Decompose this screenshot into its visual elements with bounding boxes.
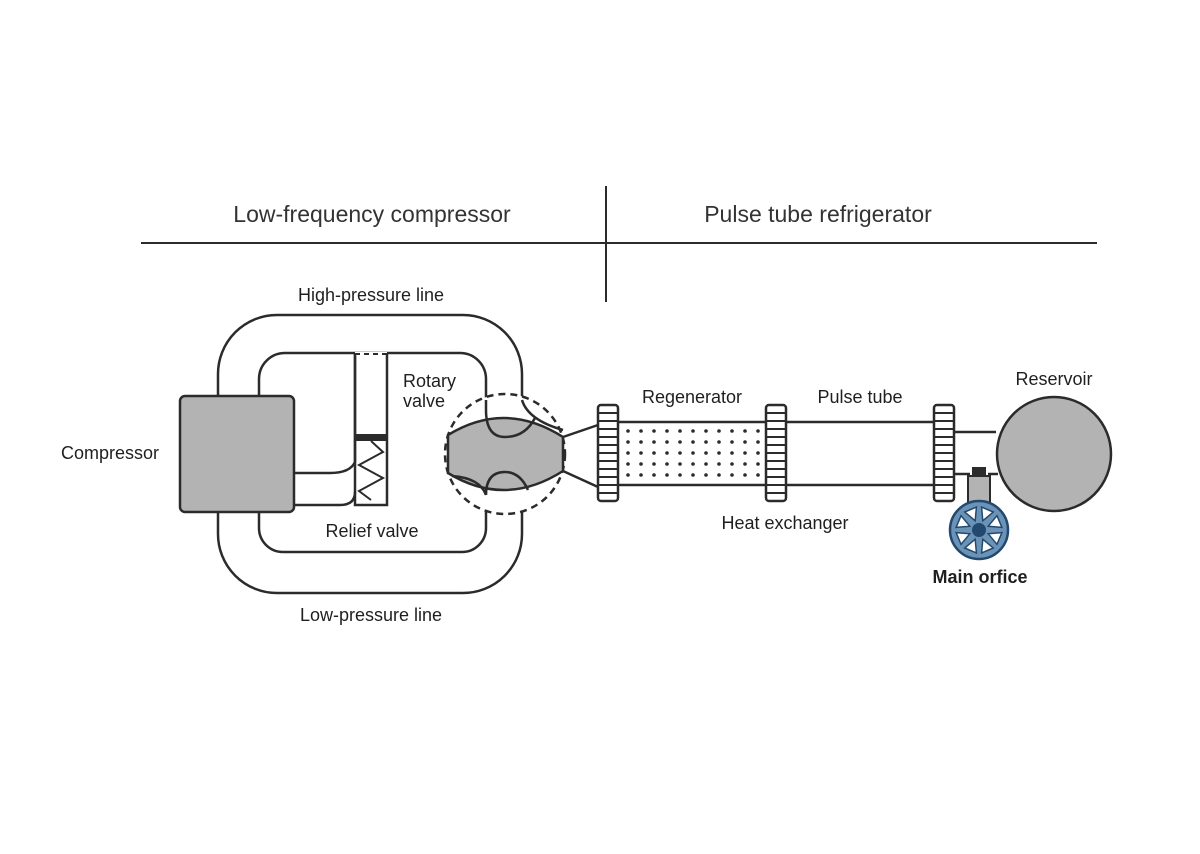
label-rotary-valve-line2: valve (403, 391, 445, 411)
rotary-valve-upper-port (520, 399, 564, 432)
transfer-line-bottom (562, 469, 599, 489)
label-regenerator: Regenerator (642, 387, 742, 407)
relief-valve-pipe-lower (294, 491, 357, 507)
label-relief-valve: Relief valve (325, 521, 418, 541)
label-high-pressure-line: High-pressure line (298, 285, 444, 305)
header-low-frequency-compressor: Low-frequency compressor (233, 201, 511, 227)
rotary-valve-upper-arc (484, 400, 537, 439)
label-main-orifice: Main orfice (932, 567, 1027, 587)
high-pressure-line-outer (216, 313, 524, 400)
flanges (596, 403, 956, 503)
label-heat-exchanger: Heat exchanger (721, 513, 848, 533)
rotary-valve (443, 392, 599, 516)
label-reservoir: Reservoir (1015, 369, 1092, 389)
regenerator-matrix (626, 429, 760, 477)
relief-valve (294, 352, 389, 507)
reservoir-tank (995, 395, 1113, 513)
main-orifice-valve-icon (948, 499, 1010, 561)
relief-valve-pipe-upper (294, 353, 357, 475)
relief-valve-spring (356, 440, 386, 501)
outlet-piping (954, 430, 998, 507)
pressure-lines (216, 313, 524, 595)
regenerator (618, 420, 766, 487)
low-pressure-line-inner (257, 495, 488, 554)
low-pressure-line-outer (216, 495, 524, 595)
flange-regenerator-inlet (596, 403, 620, 503)
orifice-stem-cap (972, 467, 986, 476)
label-low-pressure-line: Low-pressure line (300, 605, 442, 625)
relief-valve-housing (353, 353, 389, 507)
flange-heat-exchanger (764, 403, 788, 503)
label-rotary-valve-line1: Rotary (403, 371, 456, 391)
rotary-valve-lower-port (451, 474, 488, 496)
label-compressor: Compressor (61, 443, 159, 463)
pulse-tube (786, 420, 934, 487)
header-pulse-tube-refrigerator: Pulse tube refrigerator (704, 201, 932, 227)
relief-valve-plate (355, 434, 387, 441)
compressor-block (178, 394, 296, 514)
labels: High-pressure line Low-pressure line Com… (61, 285, 1093, 625)
flange-pulse-tube-outlet (932, 403, 956, 503)
transfer-line-top (562, 423, 599, 439)
label-pulse-tube: Pulse tube (817, 387, 902, 407)
section-headers: Low-frequency compressor Pulse tube refr… (141, 186, 1097, 302)
rotary-valve-lower-arc (484, 470, 530, 496)
